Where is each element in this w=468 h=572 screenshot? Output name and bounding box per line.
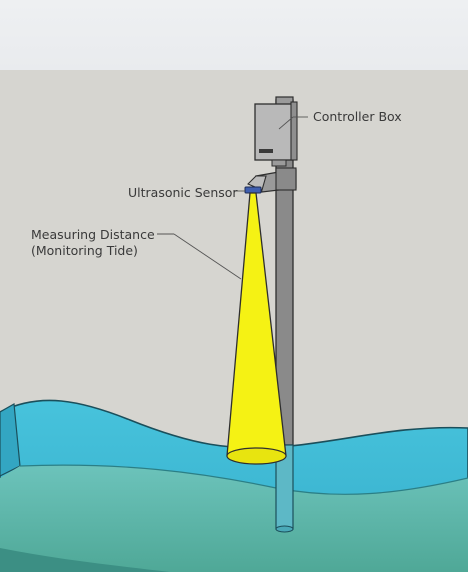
measuring-distance-label-line2: (Monitoring Tide) bbox=[31, 243, 138, 258]
distance-leader-line-diag bbox=[173, 233, 242, 280]
pole-base bbox=[275, 525, 294, 533]
ultrasonic-sensor bbox=[244, 186, 262, 194]
sensor-clamp bbox=[275, 167, 297, 191]
controller-box-label-plate bbox=[259, 149, 273, 153]
beam-footprint bbox=[226, 447, 287, 465]
water-floor-edge bbox=[19, 464, 468, 495]
measuring-distance-label-line1: Measuring Distance bbox=[31, 227, 155, 242]
controller-leader-line-diag bbox=[278, 116, 294, 130]
water-bottom-band bbox=[0, 548, 170, 572]
measuring-distance-label: Measuring Distance (Monitoring Tide) bbox=[31, 227, 155, 259]
ultrasonic-sensor-label: Ultrasonic Sensor bbox=[128, 185, 238, 200]
controller-box-side bbox=[290, 101, 298, 161]
water-floor bbox=[0, 465, 468, 572]
box-mount-bracket bbox=[271, 159, 287, 167]
controller-box-label: Controller Box bbox=[313, 109, 402, 124]
header-band bbox=[0, 0, 468, 70]
